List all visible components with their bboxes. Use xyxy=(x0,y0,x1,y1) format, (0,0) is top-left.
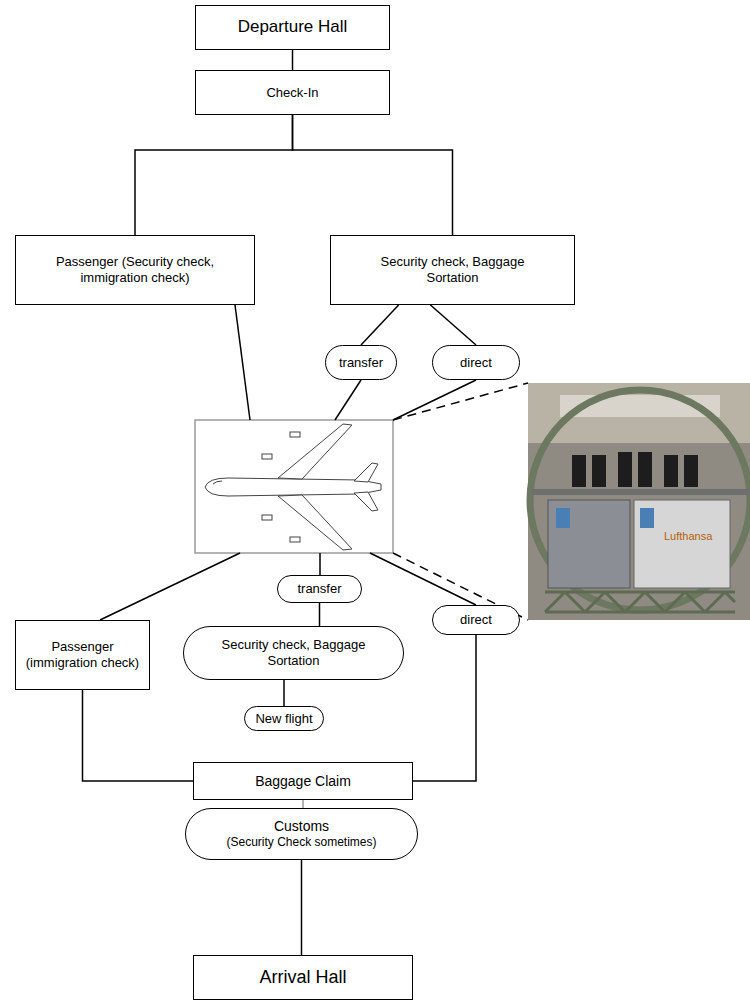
airplane-picture xyxy=(195,420,393,553)
connector-line xyxy=(292,50,294,70)
process-box: Baggage Claim xyxy=(193,762,413,800)
route-pill: New flight xyxy=(244,706,324,731)
node-text: Customs xyxy=(274,818,329,835)
callout-dashes xyxy=(393,383,528,620)
airplane-links xyxy=(100,305,476,620)
connector-line xyxy=(361,305,399,345)
process-box: Passenger (immigration check) xyxy=(15,620,150,690)
process-pill: Customs(Security Check sometimes) xyxy=(185,808,418,860)
process-box: Passenger (Security check, immigration c… xyxy=(15,235,255,305)
connector-line xyxy=(283,680,285,706)
node-text: Security check, Baggage Sortation xyxy=(214,637,373,668)
connector-line xyxy=(302,800,304,808)
node-text: New flight xyxy=(255,711,312,727)
node-text: Departure Hall xyxy=(238,17,348,37)
node-text: Arrival Hall xyxy=(259,967,346,989)
end-box: Arrival Hall xyxy=(193,955,413,1000)
route-pill: transfer xyxy=(325,345,397,380)
node-text: (Security Check sometimes) xyxy=(226,835,376,849)
node-text: transfer xyxy=(339,355,383,371)
node-text: Security check, Baggage Sortation xyxy=(361,254,544,285)
node-text: direct xyxy=(460,612,492,628)
process-box: Security check, Baggage Sortation xyxy=(330,235,575,305)
node-text: Passenger (Security check, immigration c… xyxy=(28,254,242,285)
node-text: transfer xyxy=(297,581,341,597)
node-text: Baggage Claim xyxy=(255,773,351,790)
photo-text: Lufthansa xyxy=(662,530,714,542)
route-pill: direct xyxy=(432,605,520,635)
process-box: Check-In xyxy=(195,70,390,115)
connector-line xyxy=(293,115,453,235)
process-pill: Security check, Baggage Sortation xyxy=(183,626,404,680)
connector-line xyxy=(413,635,476,781)
connector-line xyxy=(301,860,303,955)
connector-line xyxy=(430,305,476,345)
route-pill: transfer xyxy=(277,575,362,603)
node-text: Passenger (immigration check) xyxy=(24,639,141,670)
node-text: Check-In xyxy=(266,85,318,101)
connector-line xyxy=(135,115,293,235)
connector-line xyxy=(83,690,194,781)
start-box: Departure Hall xyxy=(195,5,390,50)
connector-line xyxy=(319,603,321,626)
fuselage-photo xyxy=(528,383,750,620)
node-text: direct xyxy=(460,355,492,371)
route-pill: direct xyxy=(432,345,520,380)
